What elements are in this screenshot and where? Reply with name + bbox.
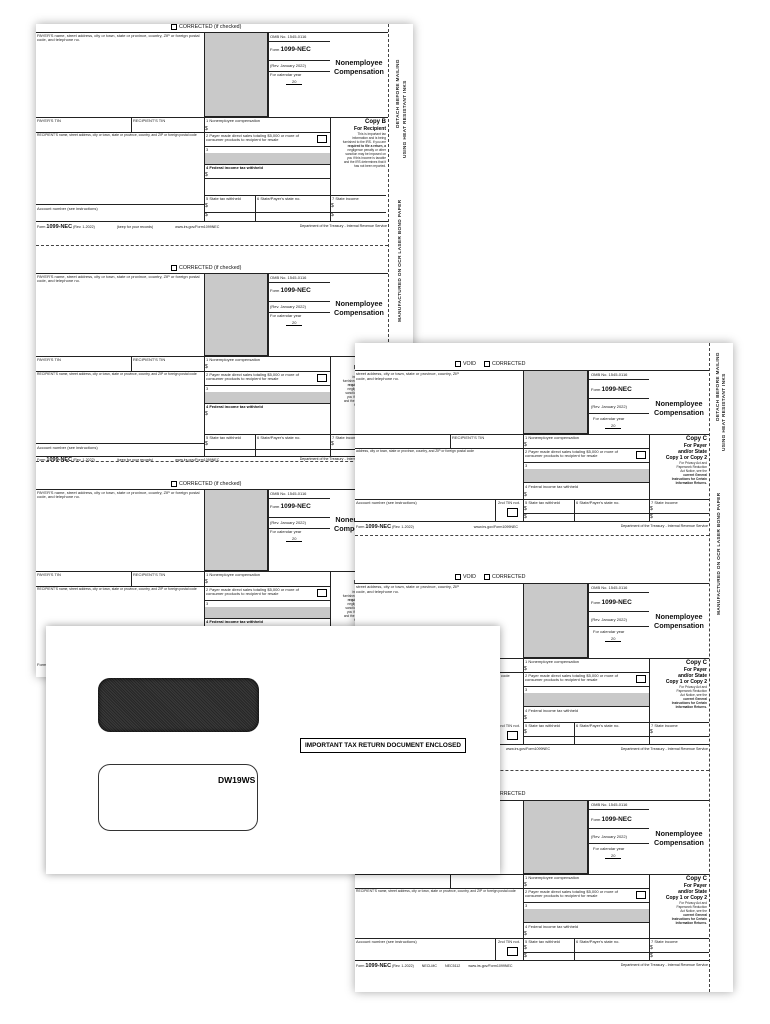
gray-block — [204, 32, 268, 117]
return-address-window — [98, 678, 259, 732]
envelope-model: DW19WS — [218, 775, 256, 785]
important-document-label: IMPORTANT TAX RETURN DOCUMENT ENCLOSED — [300, 738, 466, 753]
perforation — [355, 770, 709, 771]
void-checkbox[interactable] — [455, 574, 461, 580]
corrected-checkbox[interactable] — [171, 481, 177, 487]
copy-b-form-1: CORRECTED (if checked) PAYER'S name, str… — [36, 24, 388, 230]
void-checkbox[interactable] — [455, 361, 461, 367]
payer-name-label: PAYER'S name, street address, city or to… — [37, 33, 200, 43]
perforation — [355, 535, 709, 536]
box2-checkbox[interactable] — [636, 675, 646, 683]
corrected-checkbox[interactable] — [483, 361, 490, 367]
recipient-address-window — [98, 764, 258, 831]
box2-checkbox[interactable] — [317, 589, 327, 597]
corrected-checkbox[interactable] — [171, 24, 177, 30]
form-footer: Form 1099-NEC (Rev. 1-2022)(keep for you… — [37, 224, 387, 230]
2nd-tin-checkbox[interactable] — [507, 508, 518, 517]
perforation — [36, 245, 388, 246]
copy-b-sheet: CORRECTED (if checked) PAYER'S name, str… — [36, 24, 413, 677]
corrected-checkbox[interactable] — [483, 574, 490, 580]
2nd-tin-checkbox[interactable] — [507, 731, 518, 740]
box1-label: 1 Nonemployee compensation — [206, 118, 261, 123]
account-label: Account number (see instructions) — [37, 206, 98, 211]
2nd-tin-checkbox[interactable] — [507, 947, 518, 956]
corrected-checkbox-row: CORRECTED (if checked) — [171, 24, 241, 30]
box2-checkbox[interactable] — [317, 135, 327, 143]
box2-checkbox[interactable] — [636, 891, 646, 899]
side-perforation — [709, 343, 710, 992]
box2-checkbox[interactable] — [317, 374, 327, 382]
double-window-envelope: IMPORTANT TAX RETURN DOCUMENT ENCLOSED D… — [46, 626, 500, 874]
box2-checkbox[interactable] — [636, 451, 646, 459]
perforation — [36, 461, 388, 462]
corrected-checkbox[interactable] — [171, 265, 177, 271]
